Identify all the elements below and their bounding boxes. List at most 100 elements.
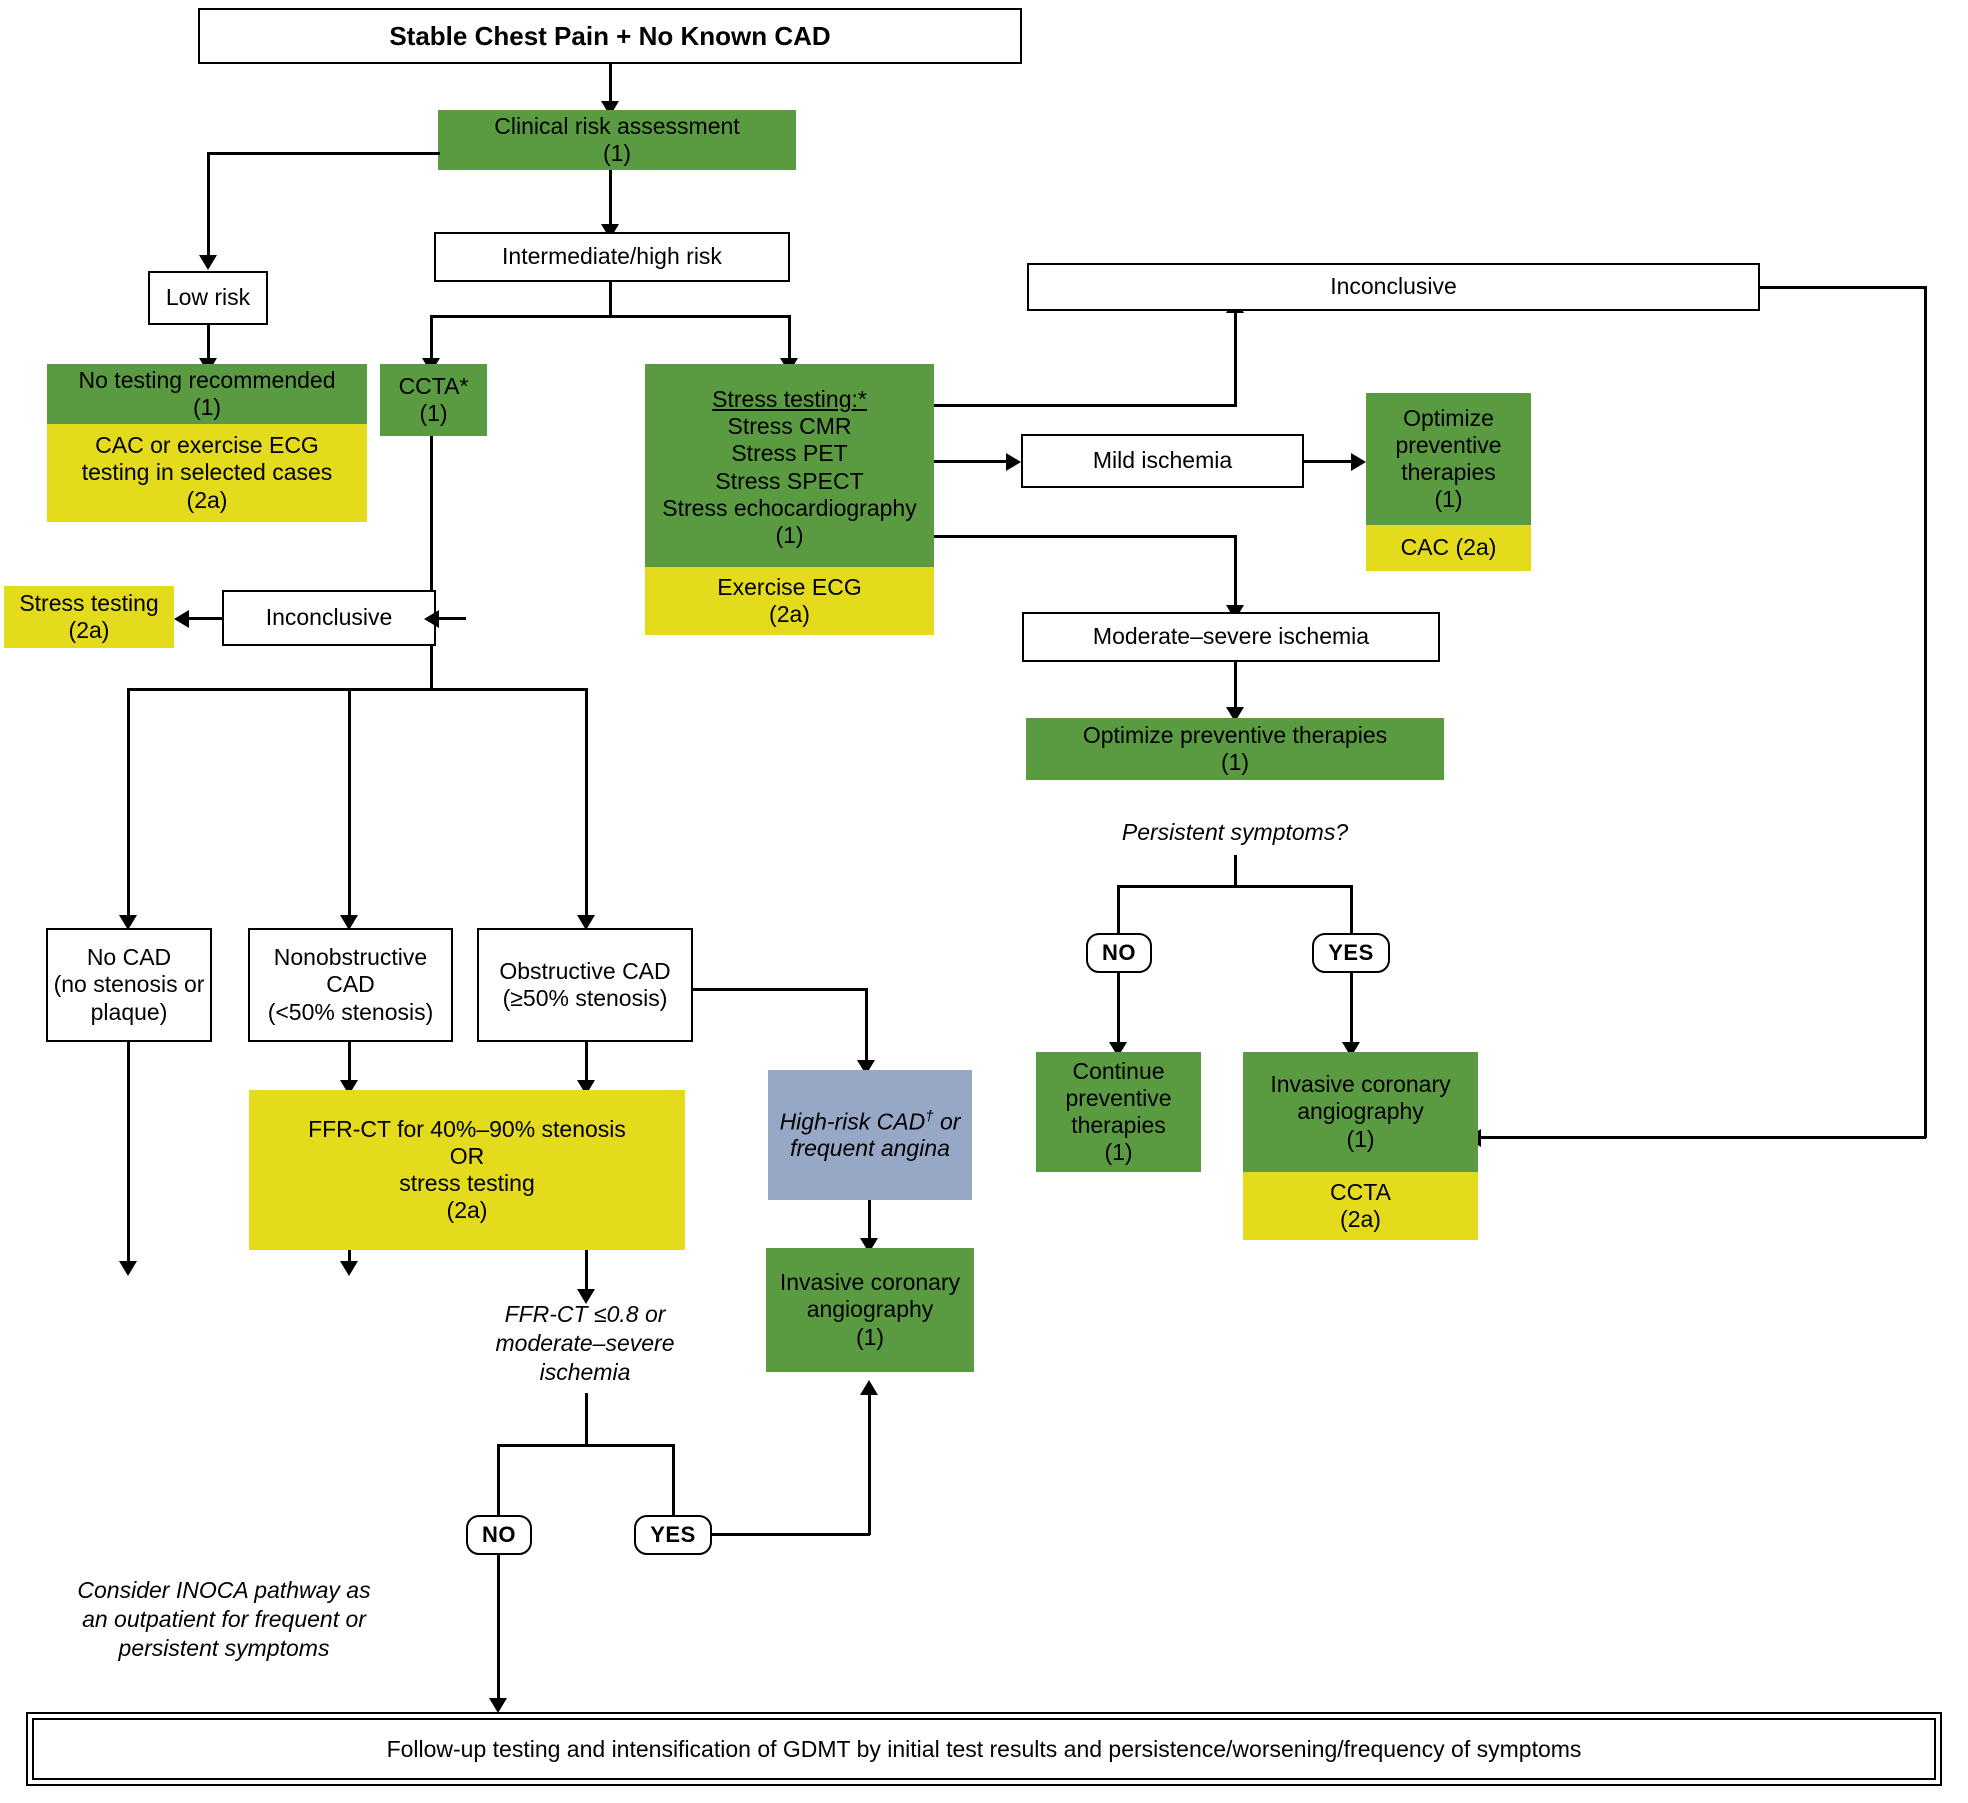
connector-ffrresult-yes bbox=[672, 1444, 675, 1516]
pill-no-right-label: NO bbox=[1102, 940, 1136, 965]
node-persistent-symptoms: Persistent symptoms? bbox=[1080, 818, 1390, 847]
connector-mild-to-optimize bbox=[1304, 460, 1354, 463]
footer-label: Follow-up testing and intensification of… bbox=[386, 1735, 1582, 1762]
optimize-prev-line1: Optimize preventive therapies bbox=[1082, 721, 1388, 748]
connector-ffrresult-down bbox=[585, 1393, 588, 1446]
optimize-right-loe: (1) bbox=[1434, 486, 1463, 513]
pill-yes-right: YES bbox=[1312, 933, 1390, 973]
node-cac-2a: CAC (2a) bbox=[1366, 525, 1531, 571]
connector-obstructive-down bbox=[585, 1042, 588, 1084]
connector-risk-down bbox=[609, 170, 612, 228]
stress-testing-item-spect: Stress SPECT bbox=[715, 467, 864, 494]
node-invasive-coronary-angiography-right: Invasive coronary angiography (1) bbox=[1243, 1052, 1478, 1172]
connector-inconclusive-right-out bbox=[1758, 286, 1926, 289]
pill-no-right: NO bbox=[1086, 933, 1152, 973]
exercise-ecg-loe: (2a) bbox=[769, 601, 810, 627]
node-ffr-ct-result: FFR-CT ≤0.8 or moderate–severe ischemia bbox=[460, 1300, 710, 1386]
node-optimize-right-stack: Optimize preventive therapies (1) CAC (2… bbox=[1366, 393, 1531, 571]
invasive-center-line2: angiography bbox=[806, 1296, 934, 1323]
stress-testing-header: Stress testing:* bbox=[712, 386, 867, 413]
obstructive-line1: Obstructive CAD bbox=[499, 957, 671, 984]
no-testing-loe: (1) bbox=[192, 394, 222, 420]
connector-ihr-split bbox=[430, 315, 790, 318]
connector-stress-to-inconclusive bbox=[934, 404, 1237, 407]
node-inconclusive-left: Inconclusive bbox=[222, 590, 436, 646]
ccta-label: CCTA* bbox=[398, 372, 469, 399]
connector-moderate-down bbox=[1234, 662, 1237, 710]
connector-persistent-down bbox=[1234, 855, 1237, 887]
inoca-line2: an outpatient for frequent or bbox=[82, 1605, 366, 1632]
connector-invasive-center-up bbox=[868, 1392, 871, 1493]
connector-stress-to-moderate-down bbox=[1234, 535, 1237, 608]
node-cac-exercise-ecg: CAC or exercise ECG testing in selected … bbox=[47, 424, 367, 522]
connector-inconclusive-right-down bbox=[1924, 286, 1927, 1138]
node-title-label: Stable Chest Pain + No Known CAD bbox=[389, 20, 831, 51]
node-clinical-risk-assessment: Clinical risk assessment (1) bbox=[438, 110, 796, 170]
pill-yes-right-label: YES bbox=[1328, 940, 1374, 965]
node-no-cad: No CAD (no stenosis or plaque) bbox=[46, 928, 212, 1042]
moderate-severe-label: Moderate–severe ischemia bbox=[1092, 623, 1370, 650]
connector-no-center-down bbox=[497, 1555, 500, 1701]
ccta-2a-label: CCTA bbox=[1330, 1178, 1391, 1205]
high-risk-cad-line1: High-risk CAD† or bbox=[779, 1107, 961, 1135]
connector-stress-to-inconclusive-up bbox=[1234, 311, 1237, 406]
connector-ccta-obstructive bbox=[585, 688, 588, 918]
inconclusive-left-label: Inconclusive bbox=[265, 604, 393, 631]
arrowhead-right bbox=[1006, 453, 1021, 471]
node-no-testing-recommended: No testing recommended (1) bbox=[47, 364, 367, 424]
arrowhead-down bbox=[199, 255, 217, 270]
arrowhead-left bbox=[174, 610, 189, 628]
node-stress-testing-stack: Stress testing:* Stress CMR Stress PET S… bbox=[645, 364, 934, 635]
stress-testing-item-cmr: Stress CMR bbox=[727, 413, 852, 440]
nonobstructive-line1: Nonobstructive bbox=[273, 944, 428, 971]
node-ccta: CCTA* (1) bbox=[380, 364, 487, 436]
connector-obstructive-to-highrisk-down bbox=[865, 988, 868, 1063]
nonobstructive-line2: CAD bbox=[326, 971, 375, 998]
stress-testing-item-echo: Stress echocardiography bbox=[662, 494, 917, 521]
arrowhead-down bbox=[577, 915, 595, 930]
node-inoca-note: Consider INOCA pathway as an outpatient … bbox=[24, 1576, 424, 1662]
clinical-risk-line1: Clinical risk assessment bbox=[494, 112, 740, 139]
connector-ccta-nonobstructive bbox=[348, 688, 351, 918]
connector-yes-center-up bbox=[868, 1493, 871, 1535]
clinical-risk-loe: (1) bbox=[602, 140, 632, 166]
no-cad-line3: plaque) bbox=[90, 998, 168, 1025]
node-nonobstructive-cad: Nonobstructive CAD (<50% stenosis) bbox=[248, 928, 453, 1042]
connector-persistent-no bbox=[1117, 885, 1120, 933]
ffr-ct-line3: stress testing bbox=[399, 1170, 535, 1196]
no-cad-line2: (no stenosis or bbox=[53, 971, 205, 998]
connector-ffrresult-split bbox=[497, 1444, 675, 1447]
optimize-right-line1: Optimize bbox=[1403, 404, 1494, 431]
connector-inconclusive-to-invasive bbox=[1478, 1136, 1926, 1139]
persistent-symptoms-label: Persistent symptoms? bbox=[1121, 819, 1349, 845]
connector-inconclusive-to-stress2a bbox=[186, 617, 224, 620]
connector-stress-to-mild bbox=[934, 460, 1009, 463]
cac-2a-label: CAC (2a) bbox=[1400, 534, 1497, 561]
cac-exercise-line2: testing in selected cases bbox=[81, 459, 333, 486]
connector-title-to-risk bbox=[609, 64, 612, 104]
stress-testing-item-pet: Stress PET bbox=[731, 440, 848, 467]
connector-ihr-down bbox=[609, 282, 612, 317]
node-invasive-coronary-angiography-center: Invasive coronary angiography (1) bbox=[766, 1248, 974, 1372]
arrowhead-down bbox=[340, 1261, 358, 1276]
connector-stress-to-moderate bbox=[934, 535, 1237, 538]
connector-no-down bbox=[1117, 973, 1120, 1045]
connector-ihr-to-ccta bbox=[430, 315, 433, 362]
node-title: Stable Chest Pain + No Known CAD bbox=[198, 8, 1022, 64]
node-mild-ischemia: Mild ischemia bbox=[1021, 434, 1304, 488]
connector-ccta-nocad bbox=[127, 688, 130, 918]
invasive-right-line1: Invasive coronary bbox=[1270, 1071, 1451, 1098]
node-exercise-ecg: Exercise ECG (2a) bbox=[645, 567, 934, 635]
optimize-right-line2: preventive bbox=[1395, 431, 1502, 458]
mild-ischemia-label: Mild ischemia bbox=[1092, 447, 1233, 474]
node-inconclusive-right: Inconclusive bbox=[1027, 263, 1760, 311]
connector-yes-center-out bbox=[712, 1533, 870, 1536]
node-low-risk: Low risk bbox=[148, 271, 268, 325]
node-stress-testing: Stress testing:* Stress CMR Stress PET S… bbox=[645, 364, 934, 567]
ffr-ct-loe: (2a) bbox=[446, 1197, 488, 1224]
node-footer: Follow-up testing and intensification of… bbox=[26, 1712, 1942, 1786]
node-continue-preventive-therapies: Continue preventive therapies (1) bbox=[1036, 1052, 1201, 1172]
node-no-testing-stack: No testing recommended (1) CAC or exerci… bbox=[47, 364, 367, 522]
optimize-right-line3: therapies bbox=[1401, 459, 1496, 485]
connector-nocad-down bbox=[127, 1042, 130, 1264]
